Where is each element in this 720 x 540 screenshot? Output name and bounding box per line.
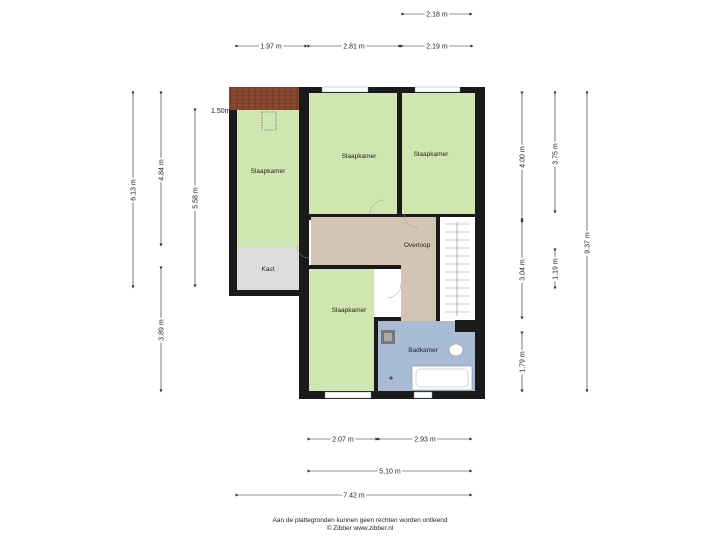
room-label-bedroom-south: Slaapkamer — [332, 307, 368, 314]
dim-right-304: 3.04 m — [520, 259, 527, 281]
dim-bottom-293: 2.93 m — [414, 437, 436, 444]
skylight — [261, 111, 277, 131]
bedroom-south-area — [309, 269, 374, 391]
bedroom-east-area — [402, 93, 475, 214]
dim-top-281: 2.81 m — [343, 44, 365, 51]
landing-area — [311, 217, 436, 321]
room-label-bedroom-west: Slaapkamer — [251, 168, 287, 175]
dim-right-937: 9.37 m — [585, 232, 592, 254]
walls — [229, 87, 485, 399]
room-label-bedroom-east: Slaapkamer — [414, 151, 450, 158]
dim-top-219: 2.19 m — [426, 44, 448, 51]
room-label-closet: Kast — [261, 266, 274, 273]
room-label-bedroom-middle: Slaapkamer — [342, 153, 378, 160]
dim-right-179: 1.79 m — [520, 351, 527, 373]
dim-right-400: 4.00 m — [520, 146, 527, 168]
dim-bottom-207: 2.07 m — [332, 437, 354, 444]
staircase — [440, 220, 475, 332]
bedroom-middle-area — [309, 93, 397, 214]
dim-bottom-510: 5.10 m — [379, 469, 401, 476]
footer-disclaimer: Aan de plattegronden kunnen geen rechten… — [272, 517, 448, 524]
dim-left-389: 3.89 m — [159, 319, 166, 341]
dimension-lines — [131, 12, 589, 497]
footer-copyright: © Zibber www.zibber.nl — [326, 525, 394, 532]
dim-top-197: 1.97 m — [260, 44, 282, 51]
room-label-bathroom: Badkamer — [408, 347, 438, 354]
dim-right-375: 3.75 m — [553, 143, 560, 165]
windows — [321, 86, 461, 399]
dim-roof-150: 1.50m — [211, 108, 231, 115]
dim-top-218: 2.18 m — [426, 12, 448, 19]
room-label-landing: Overloop — [404, 242, 431, 249]
dim-left-558: 5.58 m — [193, 187, 200, 209]
bathroom-fixtures — [381, 330, 473, 391]
dim-bottom-742: 7.42 m — [343, 493, 365, 500]
bedroom-west-area — [237, 110, 299, 248]
closet-area — [237, 248, 299, 290]
dim-right-119: 1.19 m — [553, 258, 560, 280]
roof-overhang — [229, 87, 299, 110]
dim-left-613: 6.13 m — [131, 179, 138, 201]
door-swings — [296, 199, 419, 299]
dim-left-484: 4.84 m — [159, 159, 166, 181]
